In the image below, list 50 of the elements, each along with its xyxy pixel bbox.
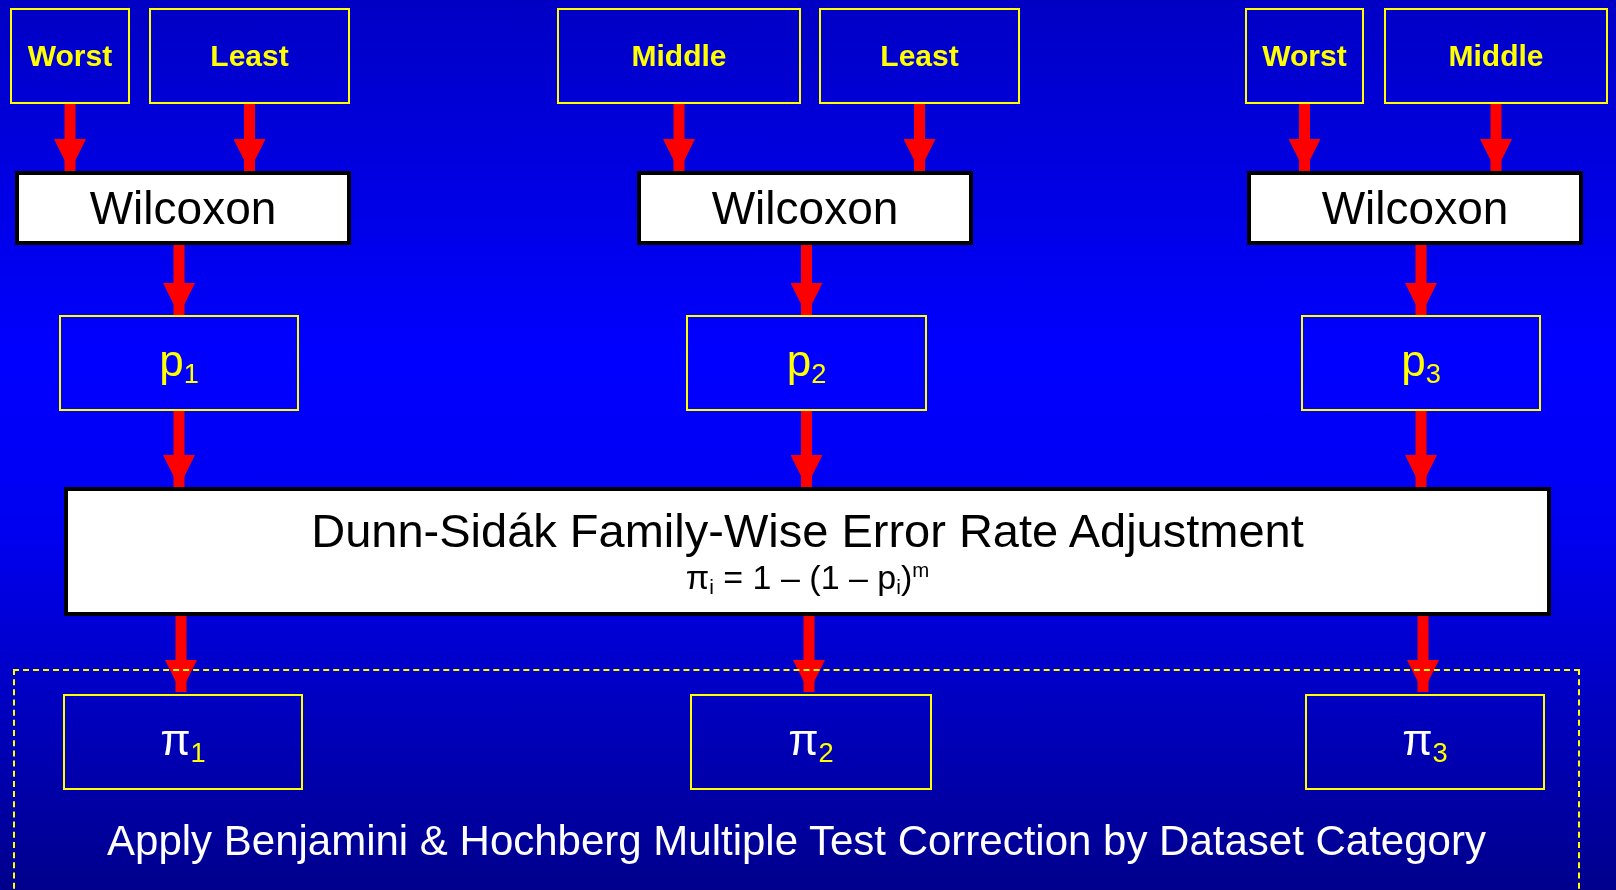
adjusted-p-label: π$_{2}$ xyxy=(788,715,834,769)
adjusted-p-box xyxy=(690,694,932,790)
arrow xyxy=(165,616,197,692)
test-label: Wilcoxon xyxy=(1321,181,1509,235)
adjusted-p-box xyxy=(63,694,303,790)
arrow xyxy=(793,616,825,692)
arrow xyxy=(1405,245,1437,315)
adjusted-p-label: π$_{1}$ xyxy=(160,715,206,769)
p-value-box xyxy=(59,315,299,411)
arrow xyxy=(790,245,823,315)
arrow xyxy=(1405,411,1437,487)
category-box xyxy=(557,8,801,104)
p-value-label: p$_{1}$ xyxy=(159,336,199,390)
test-label: Wilcoxon xyxy=(89,181,277,235)
category-label: Worst xyxy=(27,38,113,74)
arrow xyxy=(663,104,695,171)
arrow xyxy=(163,245,195,315)
arrow xyxy=(233,104,266,171)
test-box xyxy=(15,171,351,245)
category-label: Middle xyxy=(631,38,727,74)
category-label: Least xyxy=(880,38,959,74)
category-box xyxy=(1245,8,1364,104)
test-box xyxy=(637,171,973,245)
category-box xyxy=(149,8,350,104)
correction-group xyxy=(13,669,1580,890)
arrow xyxy=(790,411,823,487)
p-value-box xyxy=(1301,315,1541,411)
adjustment-title: Dunn-Sidák Family-Wise Error Rate Adjustment xyxy=(311,503,1304,558)
adjusted-p-label: π$_{3}$ xyxy=(1402,715,1448,769)
category-label: Worst xyxy=(1262,38,1347,74)
test-box xyxy=(1247,171,1583,245)
p-value-label: p$_{3}$ xyxy=(1401,336,1441,390)
adjustment-box xyxy=(64,487,1551,616)
category-label: Middle xyxy=(1448,38,1544,74)
arrow xyxy=(1288,104,1321,171)
arrow xyxy=(163,411,195,487)
correction-label: Apply Benjamini & Hochberg Multiple Test Correction by Dataset Category xyxy=(107,817,1486,866)
arrow xyxy=(54,104,86,171)
category-box xyxy=(1384,8,1608,104)
category-box xyxy=(819,8,1020,104)
adjustment-formula: π$_{i}$ = 1 – (1 – p$_{i}$)$^{m}$ xyxy=(685,557,930,600)
category-box xyxy=(10,8,130,104)
arrow xyxy=(1407,616,1439,692)
category-label: Least xyxy=(210,38,289,74)
arrow xyxy=(1480,104,1512,171)
p-value-box xyxy=(686,315,927,411)
p-value-label: p$_{2}$ xyxy=(786,336,827,390)
arrow xyxy=(903,104,936,171)
test-label: Wilcoxon xyxy=(711,181,899,235)
adjusted-p-box xyxy=(1305,694,1545,790)
